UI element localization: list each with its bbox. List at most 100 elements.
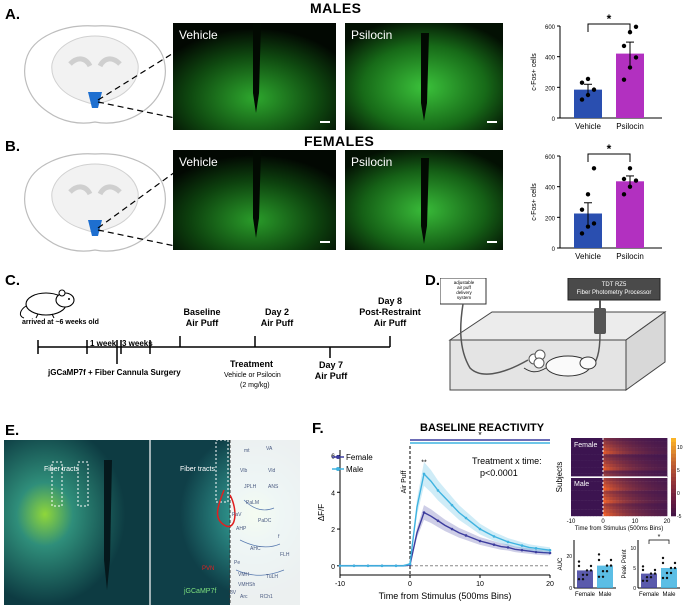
heatmap-cell <box>583 460 588 465</box>
heatmap-cell <box>628 467 633 471</box>
heatmap-cell <box>606 500 610 504</box>
heatmap-cell <box>596 500 601 504</box>
heatmap-cell <box>619 497 623 501</box>
data-point <box>605 564 609 567</box>
heatmap-cell <box>622 444 626 448</box>
data-point <box>581 573 585 576</box>
heatmap-cell <box>657 484 661 488</box>
series-point <box>394 564 398 568</box>
heatmap-cell <box>654 484 658 488</box>
heatmap-cell <box>583 447 588 452</box>
panel-e-letter: E. <box>5 422 20 439</box>
heatmap-cell <box>603 464 607 468</box>
heatmap-cell <box>631 490 636 495</box>
brain-schematic-a <box>24 25 166 124</box>
heatmap-cell <box>660 454 665 458</box>
series-point <box>548 548 552 552</box>
heatmap-cell <box>638 464 642 468</box>
heatmap-cell <box>596 497 601 501</box>
heatmap-cell <box>603 512 607 517</box>
series-point <box>380 564 384 568</box>
heatmap-cell <box>628 497 633 501</box>
heatmap-cell <box>641 512 645 517</box>
heatmap-cell <box>612 444 617 448</box>
heatmap-cell <box>663 484 668 488</box>
heatmap-cell <box>577 493 581 498</box>
heatmap-cell <box>625 473 629 478</box>
heatmap-cell <box>593 484 597 488</box>
heatmap-cell <box>638 493 642 498</box>
heatmap-cell <box>644 473 649 478</box>
heatmap-cell <box>631 438 636 442</box>
zoom-lines-a <box>97 51 176 119</box>
heatmap-cell <box>571 447 575 452</box>
heatmap-cell <box>615 481 620 485</box>
heatmap-cell <box>596 473 601 478</box>
heatmap-cell <box>647 493 652 498</box>
heatmap-cell <box>651 497 655 501</box>
data-point <box>645 576 649 579</box>
heatmap-cell <box>651 487 655 491</box>
atlas-label-rch1: RCh1 <box>260 594 273 600</box>
series-point <box>506 540 510 544</box>
heatmap-cell <box>593 481 597 485</box>
baseline-line1: Baseline <box>183 307 221 317</box>
series-point <box>520 548 524 552</box>
tdt-label: TDT RZ5 Fiber Photometry Processor <box>568 281 660 297</box>
heatmap-cell <box>583 464 588 468</box>
heatmap-cell <box>654 470 658 474</box>
heatmap-cell <box>635 490 639 495</box>
category-label: Male <box>662 592 676 598</box>
sig-star: * <box>478 432 482 440</box>
airpuff-line2: air puff <box>457 285 471 290</box>
data-point <box>665 576 669 580</box>
heatmap-cell <box>635 451 639 455</box>
fiber-tract-right: Fiber tracts <box>180 466 216 473</box>
day7-line2: Air Puff <box>314 371 348 381</box>
heatmap-cell <box>590 490 594 495</box>
heatmap-cell <box>660 478 665 482</box>
heatmap-cell <box>651 509 655 514</box>
heatmap-cell <box>635 454 639 458</box>
heatmap-cell <box>609 481 613 485</box>
day2-line2: Air Puff <box>260 318 294 328</box>
heatmap-cell <box>628 447 633 452</box>
heatmap-cell <box>583 487 588 491</box>
heatmap-cell <box>590 451 594 455</box>
heatmap-cell <box>625 503 629 507</box>
heatmap-cell <box>615 497 620 501</box>
heatmap-cell <box>657 500 661 504</box>
heatmap-cell <box>625 481 629 485</box>
heatmap-cell <box>612 457 617 461</box>
heatmap-cell <box>615 470 620 474</box>
heatmap-cell <box>651 438 655 442</box>
heatmap-cell <box>615 454 620 458</box>
bar-male <box>661 568 677 588</box>
colorbar-cell <box>671 477 676 482</box>
heatmap-cell <box>580 470 585 474</box>
heatmap-cell <box>606 457 610 461</box>
heatmap-cell <box>631 441 636 445</box>
heatmap-cell <box>647 509 652 514</box>
heatmap-cell <box>654 503 658 507</box>
heatmap-cell <box>577 441 581 445</box>
heatmap-cell <box>625 444 629 448</box>
heatmap-cell <box>654 467 658 471</box>
heatmap-cell <box>596 441 601 445</box>
heatmap-cell <box>590 509 594 514</box>
heatmap-cell <box>631 481 636 485</box>
atlas-label-palm: PaLM <box>246 500 260 506</box>
data-point <box>585 224 591 229</box>
heatmap-cell <box>587 484 591 488</box>
hypothalamus-marker <box>88 92 102 108</box>
heatmap-cell <box>574 457 578 461</box>
heatmap-cell <box>654 441 658 445</box>
heatmap-cell <box>603 481 607 485</box>
heatmap-cell <box>660 481 665 485</box>
surgery-label: jGCaMP7f + Fiber Cannula Surgery <box>48 368 181 377</box>
data-point <box>597 553 601 556</box>
heatmap-cell <box>615 441 620 445</box>
atlas-label-padc: PaDC <box>258 518 272 524</box>
